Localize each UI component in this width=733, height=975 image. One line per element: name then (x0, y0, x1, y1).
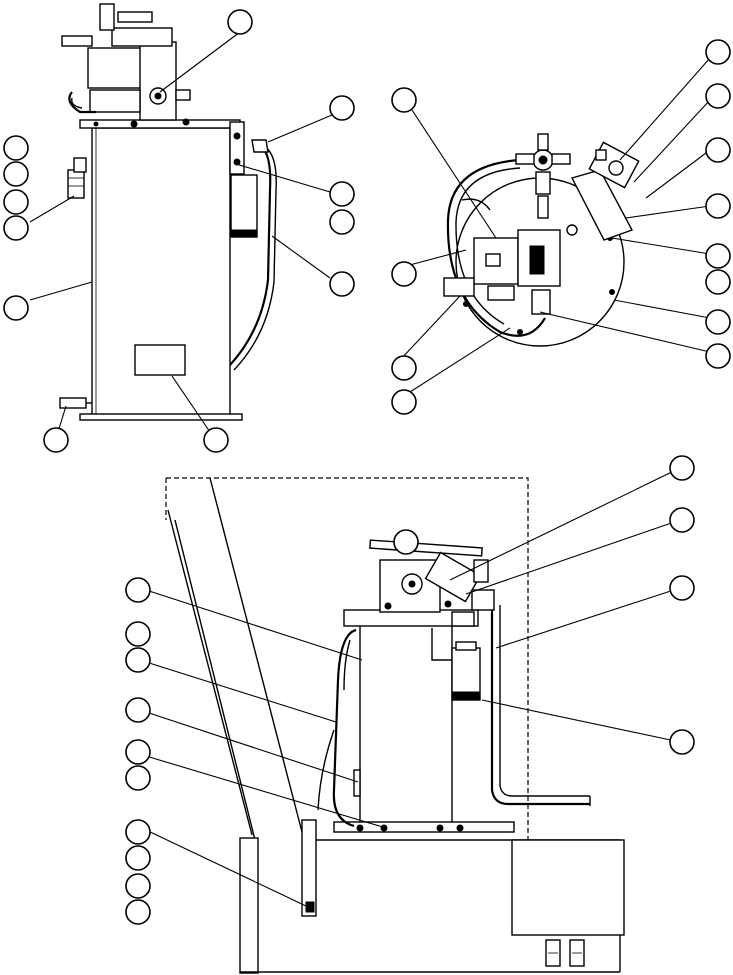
drain-fitting (59, 397, 87, 409)
side-bracket (229, 121, 245, 175)
tank-top-plate (79, 119, 241, 129)
installed-tank (359, 623, 453, 825)
callout-bubble (125, 845, 151, 871)
mounting-plate (333, 821, 515, 833)
callout-bubble (705, 83, 731, 109)
side-view (59, 3, 277, 421)
callout-bubble (705, 243, 731, 269)
filter-canister (230, 174, 258, 238)
callout-bubble (669, 729, 695, 755)
callout-bubble (125, 873, 151, 899)
callout-bubble (125, 647, 151, 673)
callout-bubble (43, 427, 69, 453)
tank-base-plate (79, 413, 243, 421)
frame-post (301, 819, 317, 917)
valve-block (87, 47, 145, 89)
callout-bubble (3, 135, 29, 161)
callout-bubble (125, 577, 151, 603)
callout-bubble (391, 261, 417, 287)
callout-bubble (391, 87, 417, 113)
callout-bubble (227, 9, 253, 35)
callout-bubble (705, 343, 731, 369)
callout-bubble (125, 899, 151, 925)
top-hose-a (446, 158, 546, 337)
top-manifold (517, 229, 561, 287)
side-fitting (67, 169, 85, 199)
callout-bubble (329, 95, 355, 121)
callout-bubble (3, 215, 29, 241)
installed-hose-left (332, 628, 357, 828)
callout-bubble (669, 507, 695, 533)
enclosure-outline (166, 477, 529, 840)
callout-bubble (125, 697, 151, 723)
callout-bubble (125, 819, 151, 845)
callout-bubble (705, 309, 731, 335)
top-pump-block (570, 169, 633, 241)
callout-bubble (393, 529, 419, 555)
callout-bubble (125, 739, 151, 765)
callout-bubble (391, 389, 417, 415)
installed-filter (451, 647, 481, 701)
callout-bubble (125, 621, 151, 647)
callout-bubble (329, 181, 355, 207)
label-plate (134, 344, 186, 376)
callout-bubble (3, 295, 29, 321)
side-housing (511, 839, 625, 936)
callout-bubble (329, 209, 355, 235)
callout-bubble (3, 189, 29, 215)
pump-housing (139, 41, 177, 121)
callout-group (3, 9, 731, 925)
top-view (443, 133, 640, 347)
callout-bubble (705, 137, 731, 163)
callout-bubble (669, 575, 695, 601)
callout-bubble (669, 455, 695, 481)
return-pipe (490, 605, 590, 806)
callout-bubble (3, 161, 29, 187)
callout-bubble (391, 355, 417, 381)
callout-bubble (329, 271, 355, 297)
callout-bubble (125, 765, 151, 791)
callout-bubble (705, 39, 731, 65)
installed-view (165, 477, 625, 974)
return-hose (229, 143, 272, 366)
callout-bubble (705, 193, 731, 219)
callout-bubble (705, 269, 731, 295)
callout-bubble (203, 427, 229, 453)
